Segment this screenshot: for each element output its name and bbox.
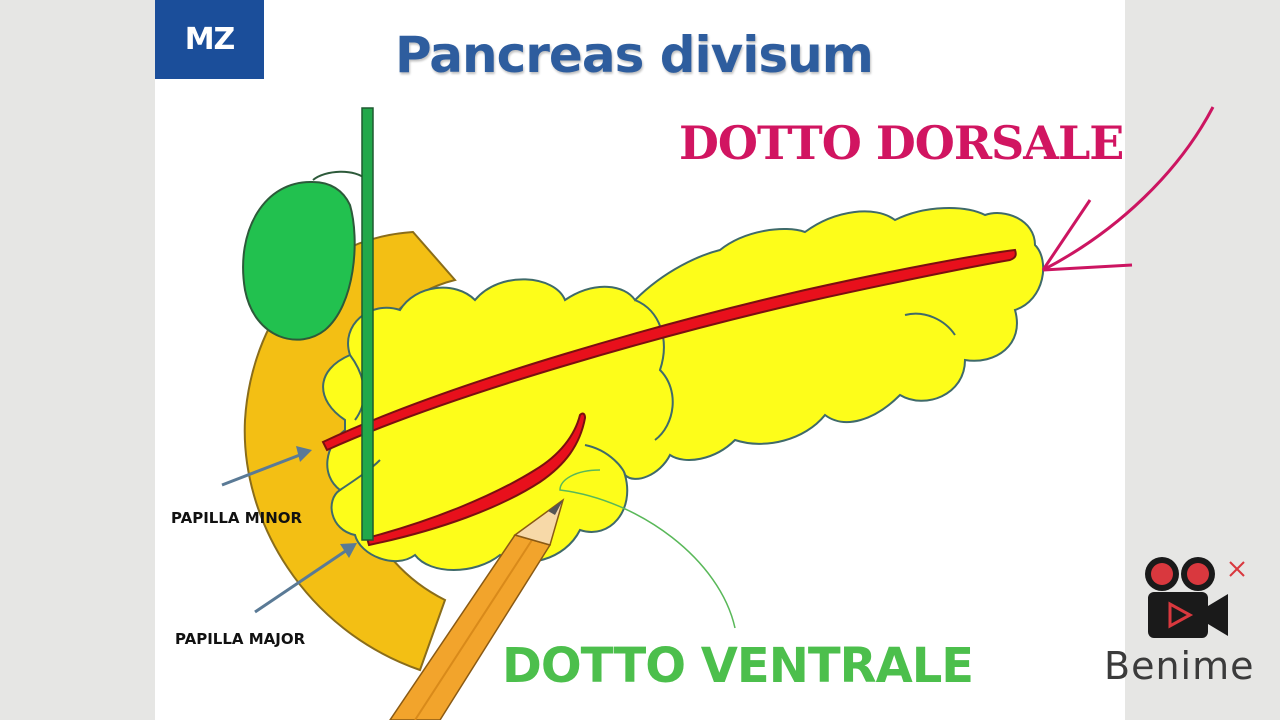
film-camera-icon: [1145, 557, 1228, 638]
dorsal-arrow-head: [1042, 263, 1133, 272]
dorsal-duct-label: DOTTO DORSALE: [679, 116, 1124, 170]
papilla-minor-arrow: [221, 451, 306, 487]
slide: MZ Pancreas divisum DOTTO DORSALE DOTTO …: [155, 0, 1125, 720]
dorsal-arrow: [1042, 106, 1215, 272]
close-icon: [1229, 561, 1245, 577]
common-bile-duct: [361, 107, 374, 541]
pancreas: [322, 207, 1045, 571]
dorsal-duct: [321, 248, 1017, 452]
pancreas-diagram: [242, 107, 1045, 672]
brand-watermark: Benime: [1104, 644, 1255, 688]
logo: MZ: [155, 0, 264, 79]
papilla-major-arrow: [254, 546, 351, 614]
pencil-icon: [389, 498, 565, 720]
page-title: Pancreas divisum: [395, 26, 874, 84]
dorsal-arrow-head: [1041, 199, 1092, 271]
ventral-duct-label: DOTTO VENTRALE: [502, 638, 974, 694]
pancreas-lobe-line: [634, 299, 674, 441]
gallbladder: [242, 180, 356, 341]
logo-text: MZ: [184, 22, 236, 57]
pancreas-lobe-line: [584, 444, 626, 476]
arrow-head-icon: [296, 446, 312, 462]
ventral-duct: [365, 412, 587, 547]
arrow-head-icon: [340, 543, 357, 558]
ventral-pointer-line: [559, 469, 736, 629]
pancreas-lobe-line: [904, 312, 956, 336]
papilla-minor-label: PAPILLA MINOR: [171, 509, 303, 527]
papilla-major-label: PAPILLA MAJOR: [175, 630, 306, 648]
